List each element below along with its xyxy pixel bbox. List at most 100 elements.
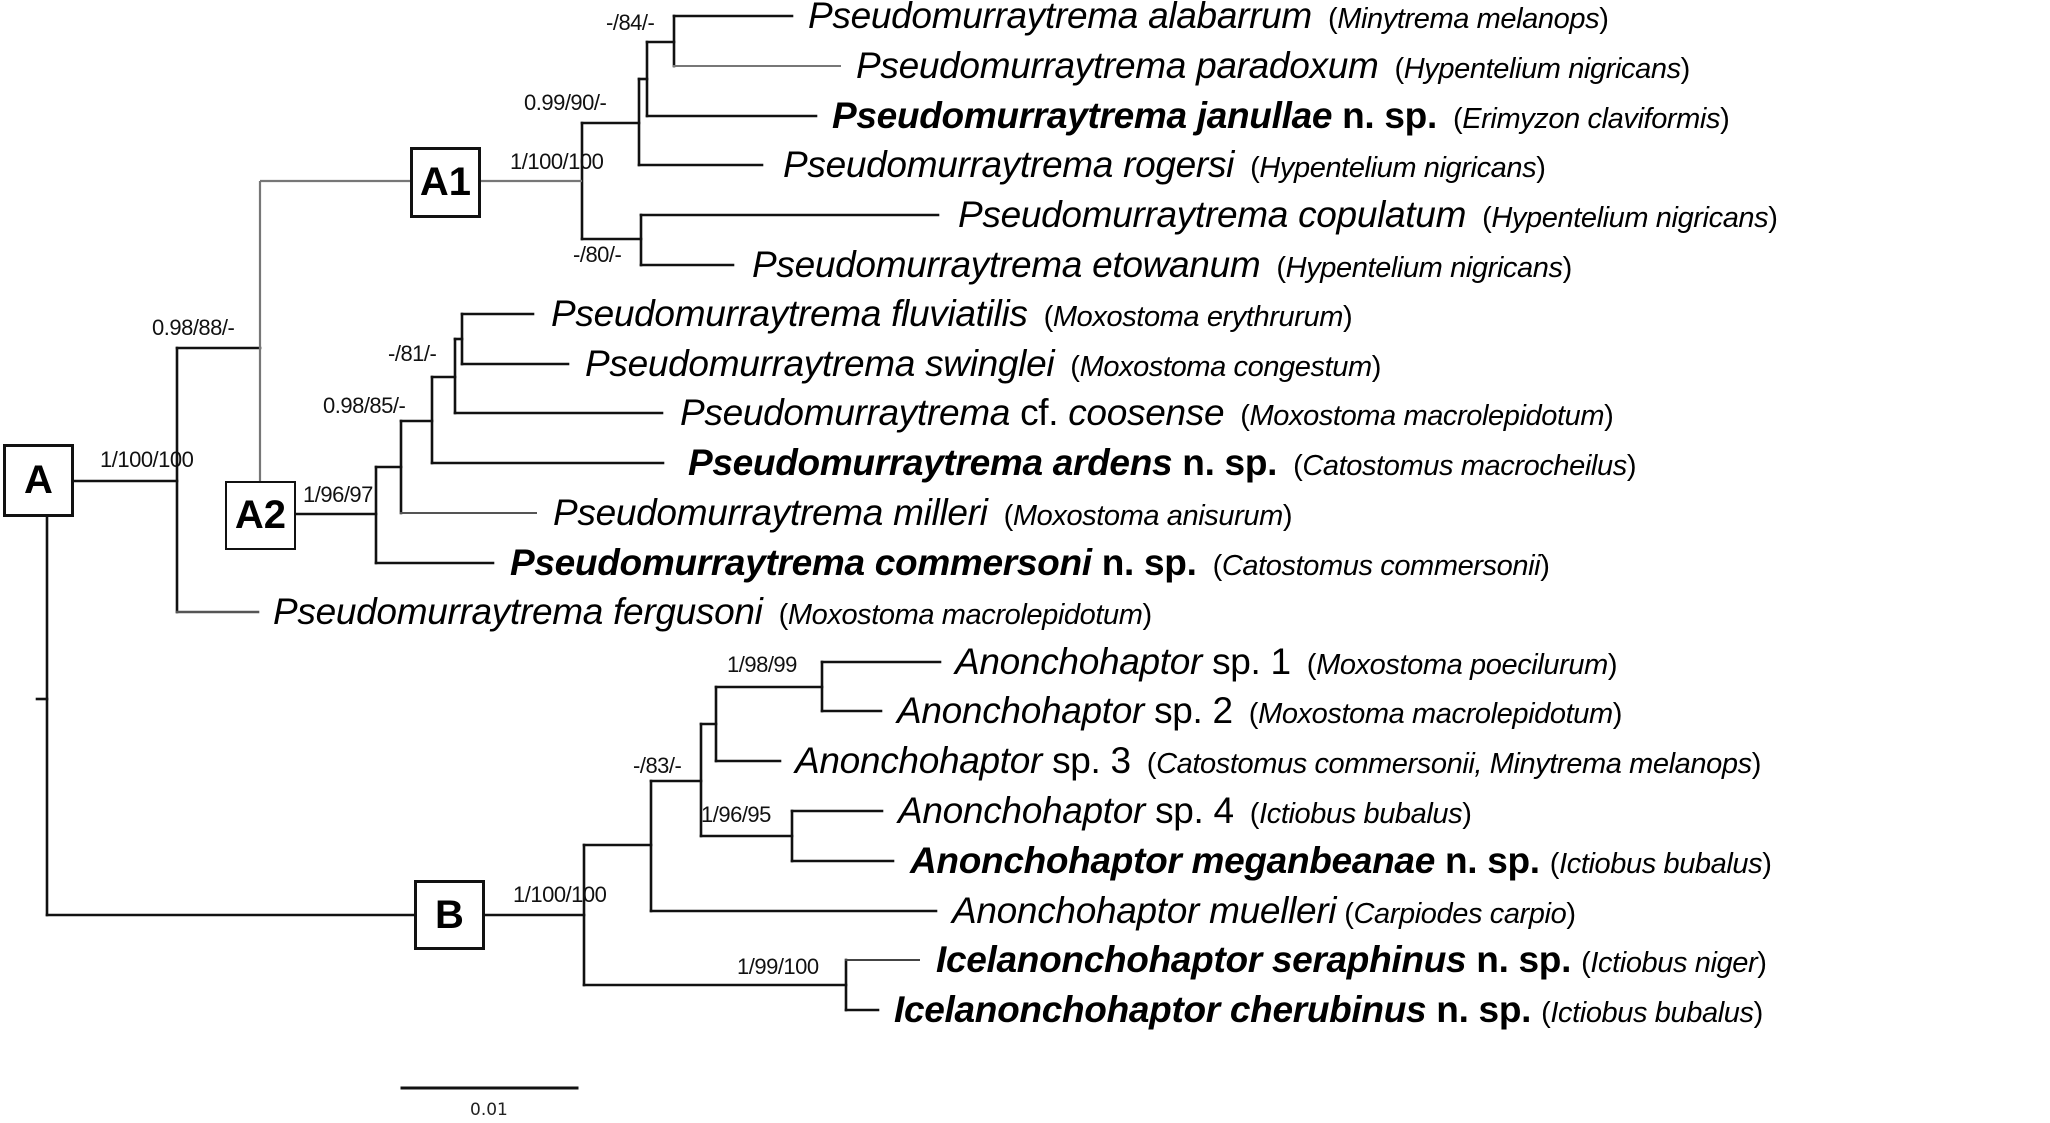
paren: ( [1248, 697, 1259, 730]
taxon-name: Anonchohaptor sp. 2 [897, 690, 1233, 731]
epithet: muelleri [1209, 889, 1337, 931]
new-species-mark: n. sp. [1476, 938, 1572, 980]
genus: Pseudomurraytrema [273, 590, 604, 632]
leaf-label: Anonchohaptor sp. 4(Ictiobus bubalus) [898, 792, 1472, 829]
support-B-anon-group: -/83/- [633, 753, 682, 778]
support-A2: 1/96/97 [303, 482, 373, 507]
paren: ) [1282, 499, 1293, 532]
clade-label-A2: A2 [234, 493, 287, 537]
leaf-label: Anonchohaptor sp. 1(Moxostoma poecilurum… [955, 641, 1618, 682]
epithet: fergusoni [613, 590, 763, 632]
new-species-mark: n. sp. [1444, 839, 1540, 881]
taxon-name: Pseudomurraytrema milleri [553, 492, 988, 533]
new-species-mark: n. sp. [1436, 988, 1532, 1030]
paren: ( [1452, 102, 1463, 135]
genus: Pseudomurraytrema [958, 193, 1289, 235]
host: Moxostoma anisurum [1012, 499, 1283, 532]
host: Moxostoma erythrurum [1052, 300, 1344, 333]
host: Moxostoma macrolepidotum [1258, 697, 1613, 730]
paren: ( [1327, 2, 1338, 35]
taxon-name: Icelanonchohaptor seraphinus n. sp. [936, 939, 1571, 980]
support-A-inner: 0.98/88/- [152, 315, 235, 340]
epithet: fluviatilis [891, 292, 1028, 334]
taxon-name: Anonchohaptor sp. 1 [955, 641, 1291, 682]
leaf-label: Pseudomurraytrema swinglei(Moxostoma con… [585, 345, 1381, 382]
taxon-name: Pseudomurraytrema etowanum [752, 243, 1261, 285]
leaf-label: Icelanonchohaptor seraphinus n. sp. (Icti… [936, 941, 1767, 978]
epithet: commersoni [874, 541, 1092, 583]
scale-bar-label: 0.01 [470, 1100, 508, 1120]
genus: Anonchohaptor [910, 839, 1182, 881]
new-species-mark: n. sp. [1182, 441, 1278, 483]
genus: Pseudomurraytrema [752, 243, 1083, 285]
host: Catostomus macrocheilus [1302, 449, 1627, 482]
taxon-name: Anonchohaptor meganbeanae n. sp. [910, 840, 1540, 881]
paren: ) [1142, 598, 1153, 631]
epithet: copulatum [1298, 193, 1467, 235]
species-number: sp. 3 [1052, 739, 1131, 781]
species-number: sp. 1 [1212, 640, 1291, 682]
host: Ictiobus niger [1590, 946, 1758, 979]
host: Moxostoma macrolepidotum [1249, 399, 1605, 432]
leaf-label: Pseudomurraytrema etowanum(Hypentelium n… [752, 246, 1572, 283]
host-name: (Moxostoma macrolepidotum) [1240, 399, 1614, 432]
support-A1-copulatum-etowanum: -/80/- [573, 242, 622, 267]
paren: ) [1612, 697, 1623, 730]
epithet: ardens [1052, 441, 1173, 483]
leaf-label: Pseudomurraytrema fluviatilis(Moxostoma … [551, 293, 1353, 334]
taxon-name: Pseudomurraytrema commersoni n. sp. [510, 542, 1197, 583]
host-name: (Erimyzon claviformis) [1452, 102, 1730, 135]
clade-box-B: B [414, 880, 485, 950]
genus: Anonchohaptor [897, 689, 1145, 731]
host: Moxostoma poecilurum [1316, 648, 1608, 681]
taxon-name: Pseudomurraytrema ardens n. sp. [688, 442, 1277, 483]
leaf-label: Pseudomurraytrema copulatum (Hypentelium … [958, 196, 1778, 233]
clade-box-A: A [3, 444, 74, 517]
paren: ( [1212, 549, 1223, 582]
taxon-name: Pseudomurraytrema janullae n. sp. [832, 95, 1437, 136]
host: Carpiodes carpio [1353, 897, 1567, 930]
host-name: (Ictiobus niger) [1581, 946, 1767, 979]
genus: Pseudomurraytrema [808, 0, 1139, 36]
paren: ) [1566, 897, 1576, 930]
leaf-label: Anonchohaptor muelleri(Carpiodes carpio) [952, 892, 1576, 929]
support-A1-inner: 0.99/90/- [524, 90, 607, 115]
epithet: rogersi [1123, 143, 1235, 185]
taxon-name: Pseudomurraytrema alabarrum [808, 0, 1312, 36]
paren: ( [1146, 747, 1157, 780]
host: Ictiobus bubalus [1550, 996, 1754, 1029]
genus: Pseudomurraytrema [553, 491, 884, 533]
leaf-label: Pseudomurraytrema alabarrum (Minytrema me… [808, 0, 1609, 36]
leaf-label: Anonchohaptor sp. 3(Catostomus commerson… [795, 742, 1761, 779]
clade-label-A: A [24, 458, 53, 502]
taxon-name: Anonchohaptor sp. 4 [898, 790, 1234, 831]
new-species-mark: n. sp. [1342, 94, 1437, 136]
genus: Pseudomurraytrema [680, 391, 1011, 433]
genus: Anonchohaptor [952, 889, 1200, 931]
paren: ( [1240, 399, 1250, 432]
genus: Anonchohaptor [795, 739, 1043, 781]
host-name: (Catostomus commersonii) [1213, 550, 1550, 582]
host-name: (Moxostoma macrolepidotum) [1248, 697, 1623, 730]
taxon-name: Pseudomurraytrema fluviatilis [551, 293, 1028, 334]
epithet: milleri [893, 491, 988, 533]
genus: Icelanonchohaptor [894, 988, 1220, 1030]
leaf-label: Anonchohaptor sp. 2 (Moxostoma macrolepid… [897, 692, 1622, 729]
epithet: paradoxum [1196, 44, 1379, 86]
host: Erimyzon claviformis [1462, 102, 1721, 135]
host-name: (Ictiobus bubalus) [1550, 848, 1772, 880]
clade-box-A1: A1 [410, 147, 481, 218]
host: Minytrema melanops [1337, 2, 1600, 35]
support-A2-coosense-group: -/81/- [388, 341, 437, 366]
genus: Pseudomurraytrema [832, 94, 1187, 136]
leaf-label: Pseudomurraytrema janullae n. sp. (Erimyz… [832, 95, 1730, 136]
taxon-name: Pseudomurraytrema swinglei [585, 343, 1055, 384]
host-name: (Hypentelium nigricans) [1482, 202, 1778, 234]
paren: ) [1753, 996, 1764, 1029]
leaf-label: Anonchohaptor meganbeanae n. sp. (Ictiobu… [910, 842, 1772, 879]
host: Moxostoma congestum [1079, 350, 1373, 383]
leaf-label: Pseudomurraytrema cf. coosense(Moxostoma… [680, 391, 1614, 433]
genus: Pseudomurraytrema [856, 44, 1187, 86]
